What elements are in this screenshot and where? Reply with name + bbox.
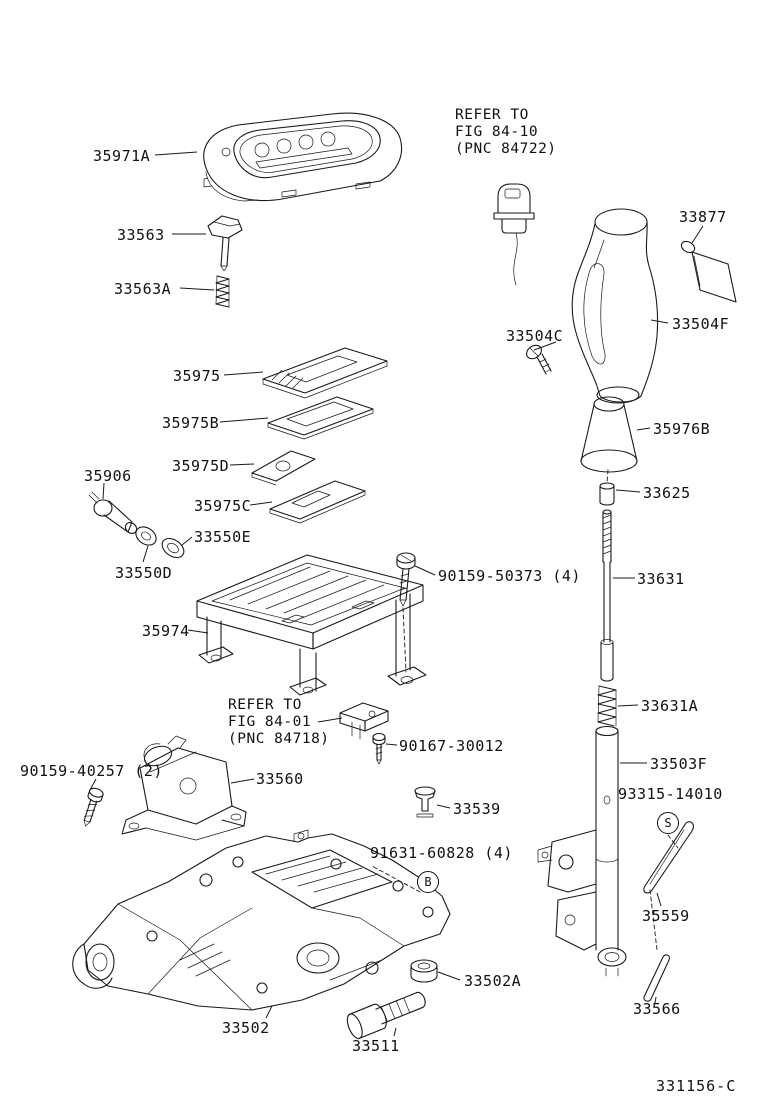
part-solenoid-connector [493, 183, 535, 286]
part-label-35975b: 35975B [162, 414, 220, 432]
part-33877-plate [680, 240, 737, 303]
part-33504f-knob [571, 208, 659, 404]
part-label-33511: 33511 [352, 1037, 400, 1055]
part-label-35559: 35559 [642, 907, 690, 925]
part-label-33504f: 33504F [672, 315, 730, 333]
part-90159-50373-bolt [396, 552, 416, 673]
part-label-33539: 33539 [453, 800, 501, 818]
part-label-33566: 33566 [633, 1000, 681, 1018]
part-33502a-cap [410, 959, 438, 983]
part-label-33631a: 33631A [641, 697, 699, 715]
refer-note-fig-84-10: REFER TO FIG 84-10 (PNC 84722) [455, 107, 557, 158]
part-label-33560: 33560 [256, 770, 304, 788]
part-33563a-spring [215, 275, 230, 308]
part-label-35974: 35974 [142, 622, 190, 640]
refer-note-line: REFER TO [228, 697, 302, 713]
part-label-35976b: 35976B [653, 420, 711, 438]
leader-lines [89, 151, 704, 1037]
refer-note-fig-84-01: REFER TO FIG 84-01 (PNC 84718) [228, 697, 330, 748]
part-label-35975d: 35975D [172, 457, 230, 475]
part-33550e-bushing [161, 537, 185, 559]
part-label-33563a: 33563A [114, 280, 172, 298]
part-label-35975: 35975 [173, 367, 221, 385]
part-label-33877: 33877 [679, 208, 727, 226]
part-33560-actuator [121, 735, 247, 841]
part-33502-housing [72, 829, 451, 1011]
part-35975c-plate [269, 480, 366, 524]
part-33511-bolt [346, 991, 426, 1040]
refer-note-line: FIG 84-10 [455, 124, 539, 140]
part-label-33631: 33631 [637, 570, 685, 588]
part-label-33503f: 33503F [650, 755, 708, 773]
part-label-90159-50373: 90159-50373 (4) [438, 567, 581, 585]
part-33503f-tube [537, 725, 627, 977]
drawing-number: 331156-C [656, 1077, 737, 1095]
part-35559-lever [643, 821, 694, 894]
part-label-33550d: 33550D [115, 564, 173, 582]
part-35975b-plate [267, 396, 374, 440]
part-label-91631-60828: 91631-60828 (4) [370, 844, 513, 862]
symbol-b-circle: B [417, 871, 439, 893]
part-35971a-indicator-cover [203, 112, 403, 202]
part-label-33550e: 33550E [194, 528, 252, 546]
part-33539-pin [414, 786, 436, 818]
part-label-93315-14010: 93315-14010 [618, 785, 723, 803]
part-90167-30012-screw [372, 732, 386, 765]
part-35906-sensor [88, 491, 138, 534]
part-35975d-plate [251, 450, 316, 486]
part-label-90159-40257: 90159-40257 (2) [20, 762, 163, 780]
part-33631-rod [600, 509, 614, 682]
refer-note-line: (PNC 84718) [228, 731, 330, 747]
part-label-33563: 33563 [117, 226, 165, 244]
part-label-35971a: 35971A [93, 147, 151, 165]
part-label-35906: 35906 [84, 467, 132, 485]
part-33504c-screw [526, 344, 552, 375]
part-35974-bracket [196, 554, 427, 696]
part-90159-40257-screw [83, 787, 104, 827]
part-33550d-bushing [135, 526, 157, 546]
part-label-33502: 33502 [222, 1019, 270, 1037]
part-label-90167-30012: 90167-30012 [399, 737, 504, 755]
part-35976b-knob-cap [580, 396, 638, 473]
centerline-dashes [371, 469, 679, 951]
refer-note-line: REFER TO [455, 107, 529, 123]
part-33566-pin [643, 954, 670, 1002]
part-label-33504c: 33504C [506, 327, 564, 345]
part-33563-clip [207, 215, 243, 272]
part-label-33625: 33625 [643, 484, 691, 502]
part-35975-plate [262, 347, 388, 399]
part-label-33502a: 33502A [464, 972, 522, 990]
refer-note-line: FIG 84-01 [228, 714, 312, 730]
refer-note-line: (PNC 84722) [455, 141, 557, 157]
part-label-35975c: 35975C [194, 497, 252, 515]
part-33625-bushing [599, 482, 615, 506]
part-33631a-spring [597, 685, 617, 727]
symbol-s-circle: S [657, 812, 679, 834]
